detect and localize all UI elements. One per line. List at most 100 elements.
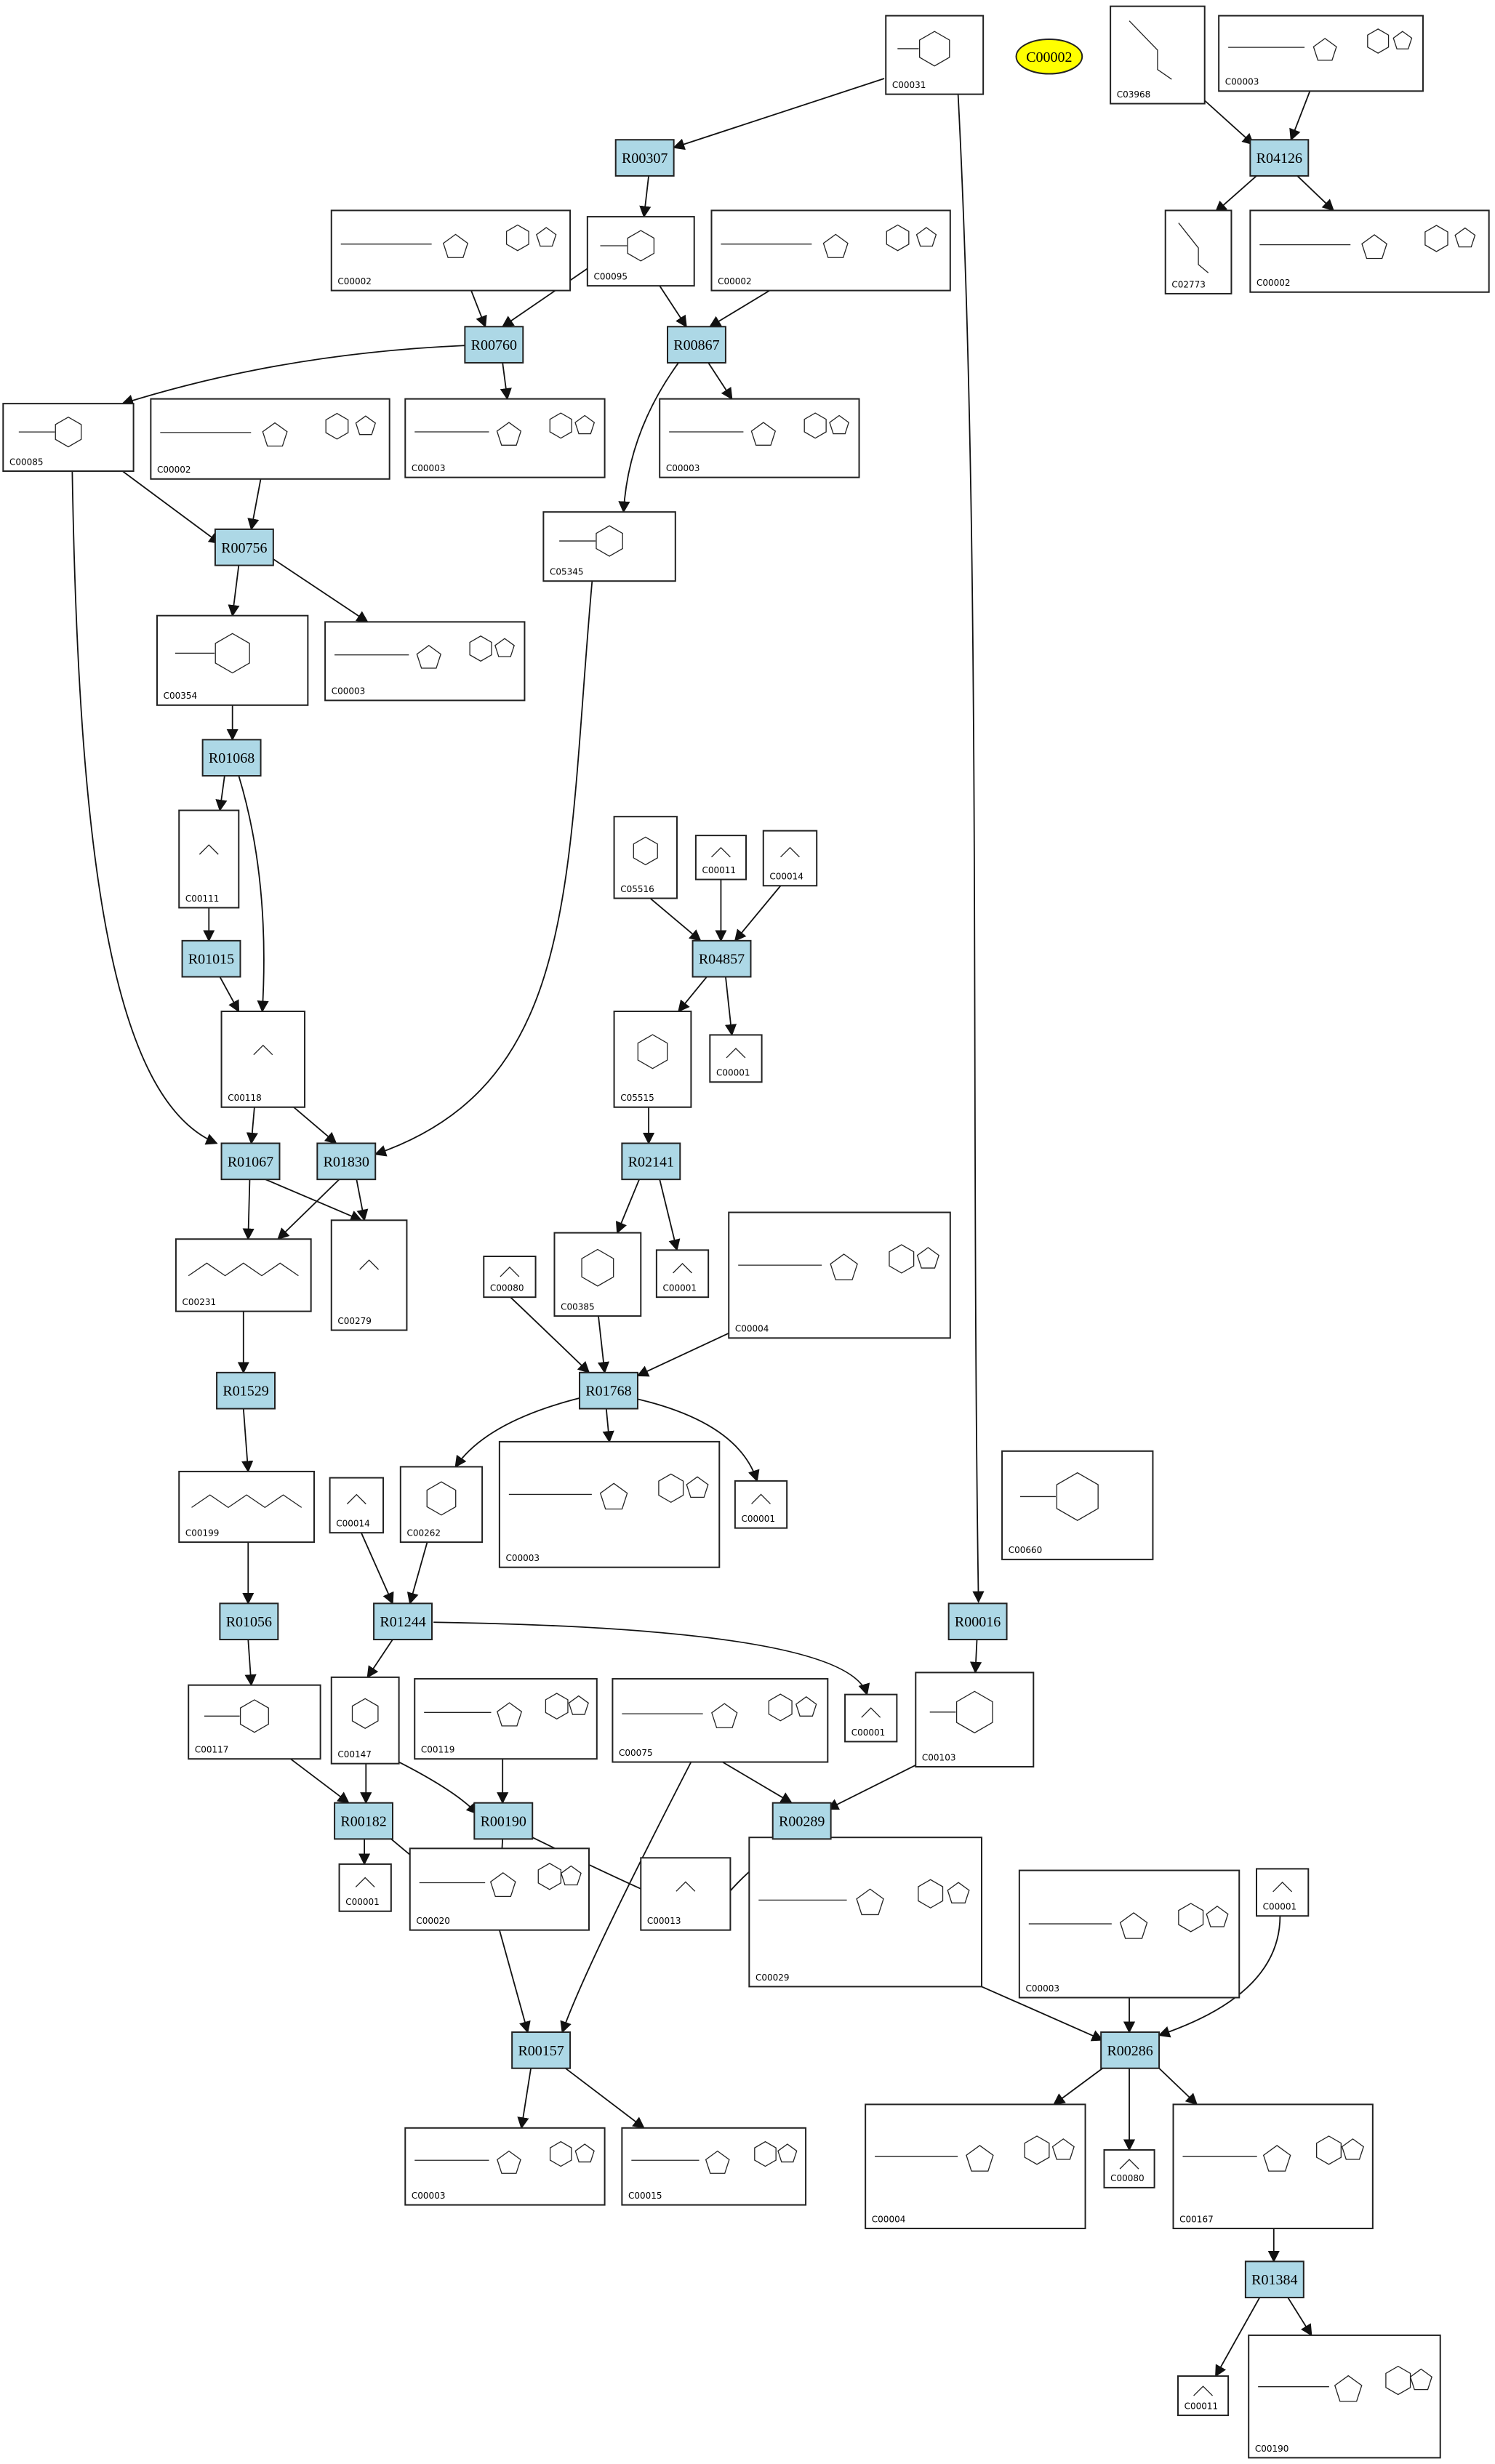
reaction-node-r00016[interactable]: R00016 (947, 1602, 1008, 1641)
reaction-label: R00307 (622, 151, 668, 166)
compound-node-c00001[interactable]: C00001 (655, 1249, 710, 1299)
compound-node-c00190[interactable]: C00190 (1248, 2334, 1441, 2459)
compound-label: C00004 (735, 1324, 769, 1334)
compound-label: C00003 (666, 463, 700, 473)
reaction-edge (470, 290, 487, 328)
compound-node-c00231[interactable]: C00231 (175, 1238, 312, 1312)
reaction-node-r02141[interactable]: R02141 (621, 1142, 681, 1181)
sugar-structure (204, 1699, 269, 1733)
reaction-node-r01068[interactable]: R01068 (201, 739, 262, 777)
lipid-structure (1178, 222, 1209, 273)
compound-node-c00031[interactable]: C00031 (885, 15, 985, 95)
reaction-node-r00867[interactable]: R00867 (667, 326, 726, 364)
compound-node-c00119[interactable]: C00119 (414, 1678, 598, 1760)
compound-node-c00002[interactable]: C00002 (710, 209, 951, 292)
reaction-node-r01244[interactable]: R01244 (373, 1602, 433, 1641)
compound-node-c00660[interactable]: C00660 (1001, 1450, 1154, 1560)
reaction-node-r00289[interactable]: R00289 (771, 1802, 832, 1840)
reaction-node-r04126[interactable]: R04126 (1249, 139, 1310, 177)
reaction-node-r00286[interactable]: R00286 (1100, 2031, 1161, 2069)
compound-node-c00003[interactable]: C00003 (1218, 15, 1424, 92)
reaction-node-r01015[interactable]: R01015 (181, 939, 241, 978)
compound-node-c00001[interactable]: C00001 (734, 1480, 788, 1529)
compound-node-c00013[interactable]: C00013 (640, 1857, 732, 1931)
compound-node-c00003[interactable]: C00003 (404, 2127, 606, 2206)
ring-structure (633, 836, 658, 866)
compound-node-c00147[interactable]: C00147 (330, 1676, 400, 1765)
compound-node-c05516[interactable]: C05516 (613, 816, 678, 899)
compound-node-c00002[interactable]: C00002 (1249, 209, 1490, 293)
compound-node-c00002[interactable]: C00002 (330, 209, 572, 292)
compound-node-c00117[interactable]: C00117 (188, 1684, 321, 1760)
compound-node-c00003[interactable]: C00003 (324, 621, 526, 702)
reaction-node-r00307[interactable]: R00307 (614, 139, 675, 177)
compound-node-c00001[interactable]: C00001 (338, 1863, 392, 1912)
reaction-edge (290, 1758, 350, 1804)
compound-node-c00354[interactable]: C00354 (156, 614, 309, 706)
compound-node-c00004[interactable]: C00004 (728, 1211, 951, 1339)
compound-node-c00095[interactable]: C00095 (586, 216, 695, 287)
sugar-structure (929, 1690, 993, 1734)
compound-node-c00199[interactable]: C00199 (178, 1470, 315, 1544)
compound-node-c00015[interactable]: C00015 (621, 2127, 807, 2206)
compound-node-c05515[interactable]: C05515 (613, 1011, 692, 1108)
reaction-label: R01056 (226, 1614, 272, 1630)
reaction-node-r01529[interactable]: R01529 (216, 1371, 276, 1410)
compound-node-c00003[interactable]: C00003 (659, 398, 860, 478)
reaction-node-r00182[interactable]: R00182 (334, 1802, 393, 1840)
compound-node-c00075[interactable]: C00075 (612, 1678, 829, 1763)
compound-node-c00003[interactable]: C00003 (1018, 1869, 1241, 1999)
compound-label: C00119 (421, 1745, 455, 1755)
reaction-node-r01830[interactable]: R01830 (316, 1142, 377, 1181)
compound-node-c00020[interactable]: C00020 (409, 1847, 590, 1931)
reaction-node-r00190[interactable]: R00190 (473, 1802, 534, 1840)
reaction-node-r01768[interactable]: R01768 (579, 1371, 638, 1410)
compound-node-c00385[interactable]: C00385 (553, 1232, 642, 1317)
compound-node-c00003[interactable]: C00003 (404, 398, 606, 478)
compound-node-c03968[interactable]: C03968 (1110, 5, 1206, 105)
compound-node-c00080[interactable]: C00080 (483, 1256, 537, 1299)
compound-node-c00167[interactable]: C00167 (1172, 2103, 1374, 2230)
compound-node-c00014[interactable]: C00014 (762, 830, 818, 887)
compound-node-c00014[interactable]: C00014 (329, 1477, 385, 1534)
compound-node-c00085[interactable]: C00085 (2, 403, 135, 472)
reaction-edge (244, 1639, 257, 1687)
compound-box (659, 398, 860, 478)
reaction-node-r04857[interactable]: R04857 (692, 939, 752, 978)
compound-node-c00011[interactable]: C00011 (1177, 2375, 1230, 2417)
compound-node-c00029[interactable]: C00029 (748, 1837, 982, 1988)
reaction-node-r00157[interactable]: R00157 (511, 2031, 572, 2069)
compound-node-c02773[interactable]: C02773 (1164, 209, 1233, 294)
reaction-node-r01384[interactable]: R01384 (1244, 2260, 1304, 2299)
reaction-node-r00760[interactable]: R00760 (464, 326, 524, 364)
nuc-structure (738, 1244, 939, 1280)
reaction-node-r01056[interactable]: R01056 (219, 1602, 279, 1641)
compound-node-c00279[interactable]: C00279 (330, 1219, 408, 1331)
reaction-edge (981, 1986, 1104, 2042)
compound-label: C00001 (663, 1283, 697, 1293)
compound-node-c05345[interactable]: C05345 (542, 511, 676, 582)
reaction-node-r01067[interactable]: R01067 (220, 1142, 281, 1181)
compound-node-c00262[interactable]: C00262 (399, 1466, 484, 1544)
compound-box (613, 1011, 692, 1108)
compound-box (1248, 2334, 1441, 2459)
compound-label: C00118 (228, 1093, 262, 1103)
reaction-edge (242, 1179, 254, 1240)
compound-node-c00111[interactable]: C00111 (178, 809, 240, 909)
compound-node-c00001[interactable]: C00001 (1256, 1868, 1310, 1917)
compound-node-c00003[interactable]: C00003 (498, 1440, 721, 1568)
compound-box (553, 1232, 642, 1317)
compound-node-c00118[interactable]: C00118 (220, 1011, 306, 1108)
reaction-node-r00756[interactable]: R00756 (214, 528, 274, 566)
compound-node-c00011[interactable]: C00011 (694, 835, 748, 880)
compound-node-c00103[interactable]: C00103 (915, 1672, 1035, 1767)
compound-node-c00002[interactable]: C00002 (150, 398, 390, 480)
compound-node-c00001[interactable]: C00001 (844, 1693, 898, 1743)
compound-node-c00004[interactable]: C00004 (865, 2103, 1086, 2230)
reaction-edge (734, 885, 782, 942)
reaction-box (316, 1142, 377, 1181)
compound-label: C00003 (506, 1553, 540, 1563)
compound-node-c00001[interactable]: C00001 (709, 1034, 763, 1083)
compound-node-c00080[interactable]: C00080 (1103, 2149, 1155, 2188)
highlighted-compound[interactable]: C00002 (1015, 39, 1083, 75)
